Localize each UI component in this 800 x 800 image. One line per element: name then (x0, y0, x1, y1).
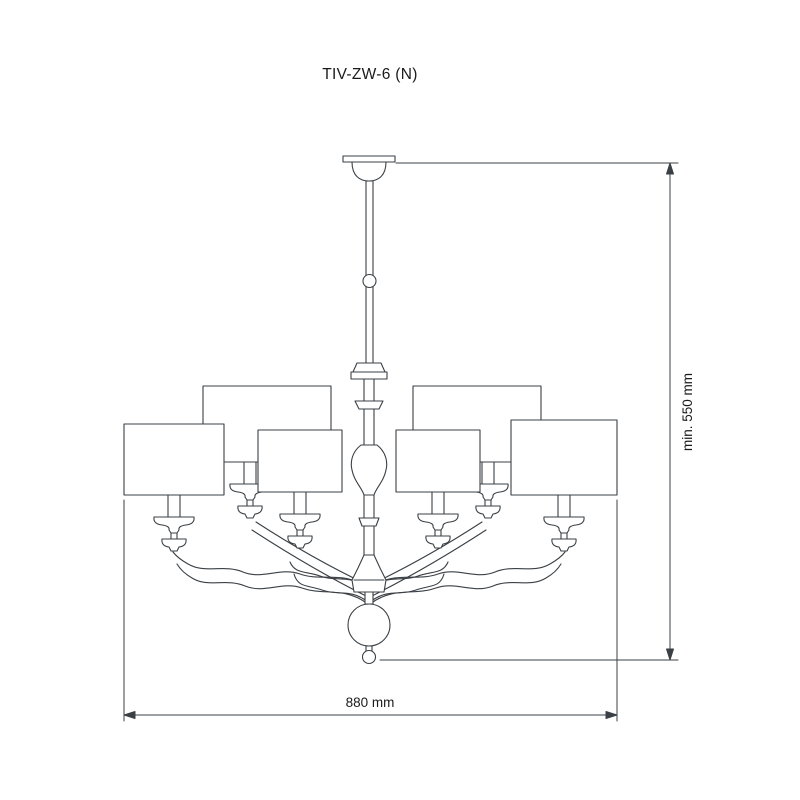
bottom-ball (347, 603, 391, 647)
cup-mid-left (279, 491, 321, 549)
drawing-root: min. 550 mm 880 mm (123, 155, 695, 722)
shade-mid-right (395, 429, 481, 493)
arm-back-right (369, 521, 483, 586)
product-code-title: TIV-ZW-6 (N) (322, 66, 418, 83)
rod-ball (362, 273, 377, 289)
ceiling-canopy (342, 155, 396, 182)
shade-outer-left (123, 423, 225, 496)
column-urn (350, 444, 388, 496)
arm-outer-left-lower (176, 563, 369, 605)
width-dimension-label: 880 mm (346, 695, 395, 710)
cup-mid-right (417, 491, 459, 549)
height-dimension-label: min. 550 mm (680, 373, 695, 451)
arrow-up (666, 162, 674, 175)
suspension-rod (362, 180, 377, 364)
arm-back-left (255, 521, 369, 586)
bottom-knob (361, 649, 377, 665)
shade-outer-right (510, 419, 618, 496)
cup-outer-left (153, 494, 195, 552)
column-capital (352, 362, 386, 373)
arm-outer-right-lower (369, 563, 562, 605)
arm-hub (351, 554, 387, 593)
width-dimension: 880 mm (123, 499, 618, 722)
central-column (347, 362, 391, 665)
arrow-down (666, 648, 674, 661)
arm-mid-right-lower (369, 573, 445, 603)
shade-mid-left (257, 429, 343, 493)
height-dimension: min. 550 mm (379, 162, 695, 661)
arm-mid-left-lower (293, 573, 369, 603)
arrow-right (605, 711, 618, 719)
arrow-left (123, 711, 136, 719)
cup-outer-right (543, 494, 585, 552)
